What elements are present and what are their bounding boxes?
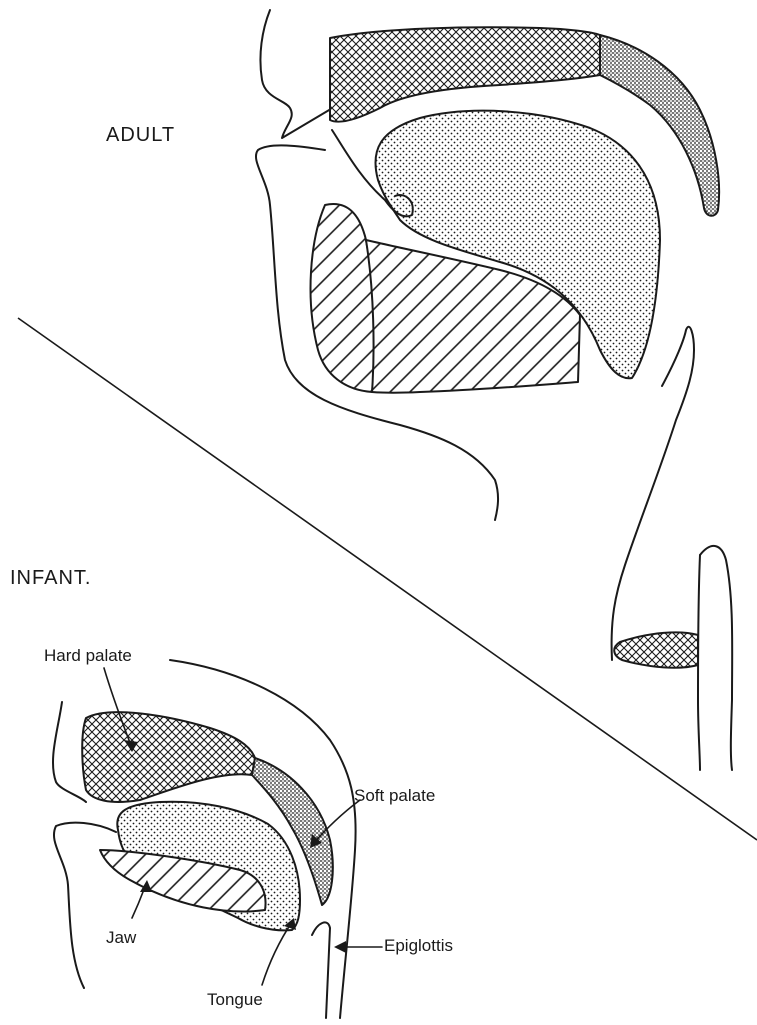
epiglottis-label: Epiglottis (384, 936, 453, 956)
adult-larynx-front (698, 555, 700, 770)
adult-larynx (700, 546, 732, 770)
soft-palate-label: Soft palate (354, 786, 435, 806)
infant-label: INFANT. (10, 567, 91, 590)
hard-palate-label: Hard palate (44, 646, 132, 666)
leader-tongue (262, 922, 292, 985)
arrowhead-epiglottis (334, 941, 346, 953)
adult-hard-palate (330, 27, 600, 121)
adult-head (256, 10, 732, 770)
adult-label: ADULT (106, 124, 175, 147)
infant-face-profile-upper (53, 702, 86, 802)
jaw-label: Jaw (106, 928, 136, 948)
adult-jaw-front (311, 204, 376, 392)
infant-epiglottis (312, 922, 330, 1018)
infant-head (53, 660, 356, 1018)
tongue-label: Tongue (207, 990, 263, 1010)
adult-epiglottis (614, 632, 698, 667)
infant-hard-palate (82, 712, 255, 802)
infant-chin (54, 823, 116, 988)
